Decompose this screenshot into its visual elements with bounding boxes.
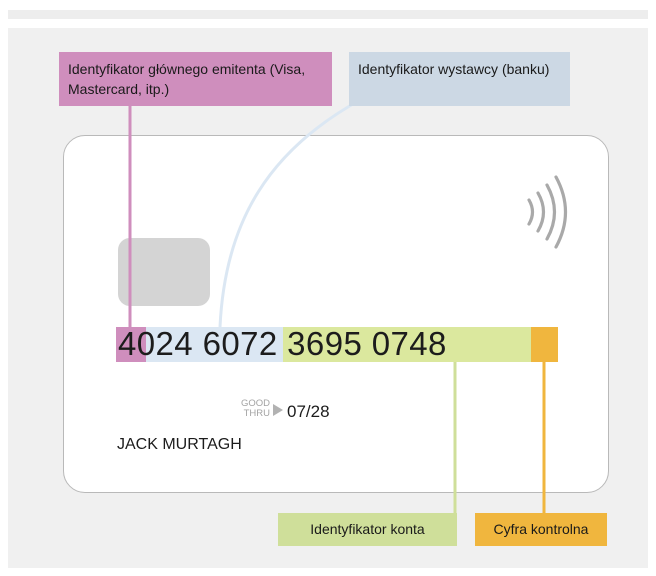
card-chip [118, 238, 210, 306]
issuer-major-highlight [116, 327, 146, 362]
check-digit-highlight [531, 327, 558, 362]
account-highlight [283, 327, 531, 362]
bank-label: Identyfikator wystawcy (banku) [349, 52, 570, 106]
account-label: Identyfikator konta [278, 513, 457, 546]
card-number: 4024 6072 3695 0748 [118, 322, 447, 366]
card-number-account: 72 3695 074 [240, 325, 429, 362]
play-arrow-icon [273, 404, 283, 416]
card-number-issuer-major: 4 [118, 325, 137, 362]
issuer-major-label: Identyfikator głównego emitenta (Visa, M… [59, 52, 332, 106]
card-number-check-digit: 8 [428, 325, 447, 362]
credit-card [63, 135, 609, 493]
top-divider [8, 10, 648, 19]
contactless-waves-icon [527, 175, 567, 249]
bank-highlight [146, 327, 283, 362]
bank-leader [218, 98, 361, 328]
check-digit-label: Cyfra kontrolna [475, 513, 607, 546]
cardholder-name: JACK MURTAGH [117, 436, 242, 453]
expiry-date: 07/28 [287, 402, 330, 421]
good-thru-label: GOOD THRU [240, 398, 270, 419]
card-number-bank: 024 60 [136, 325, 241, 362]
